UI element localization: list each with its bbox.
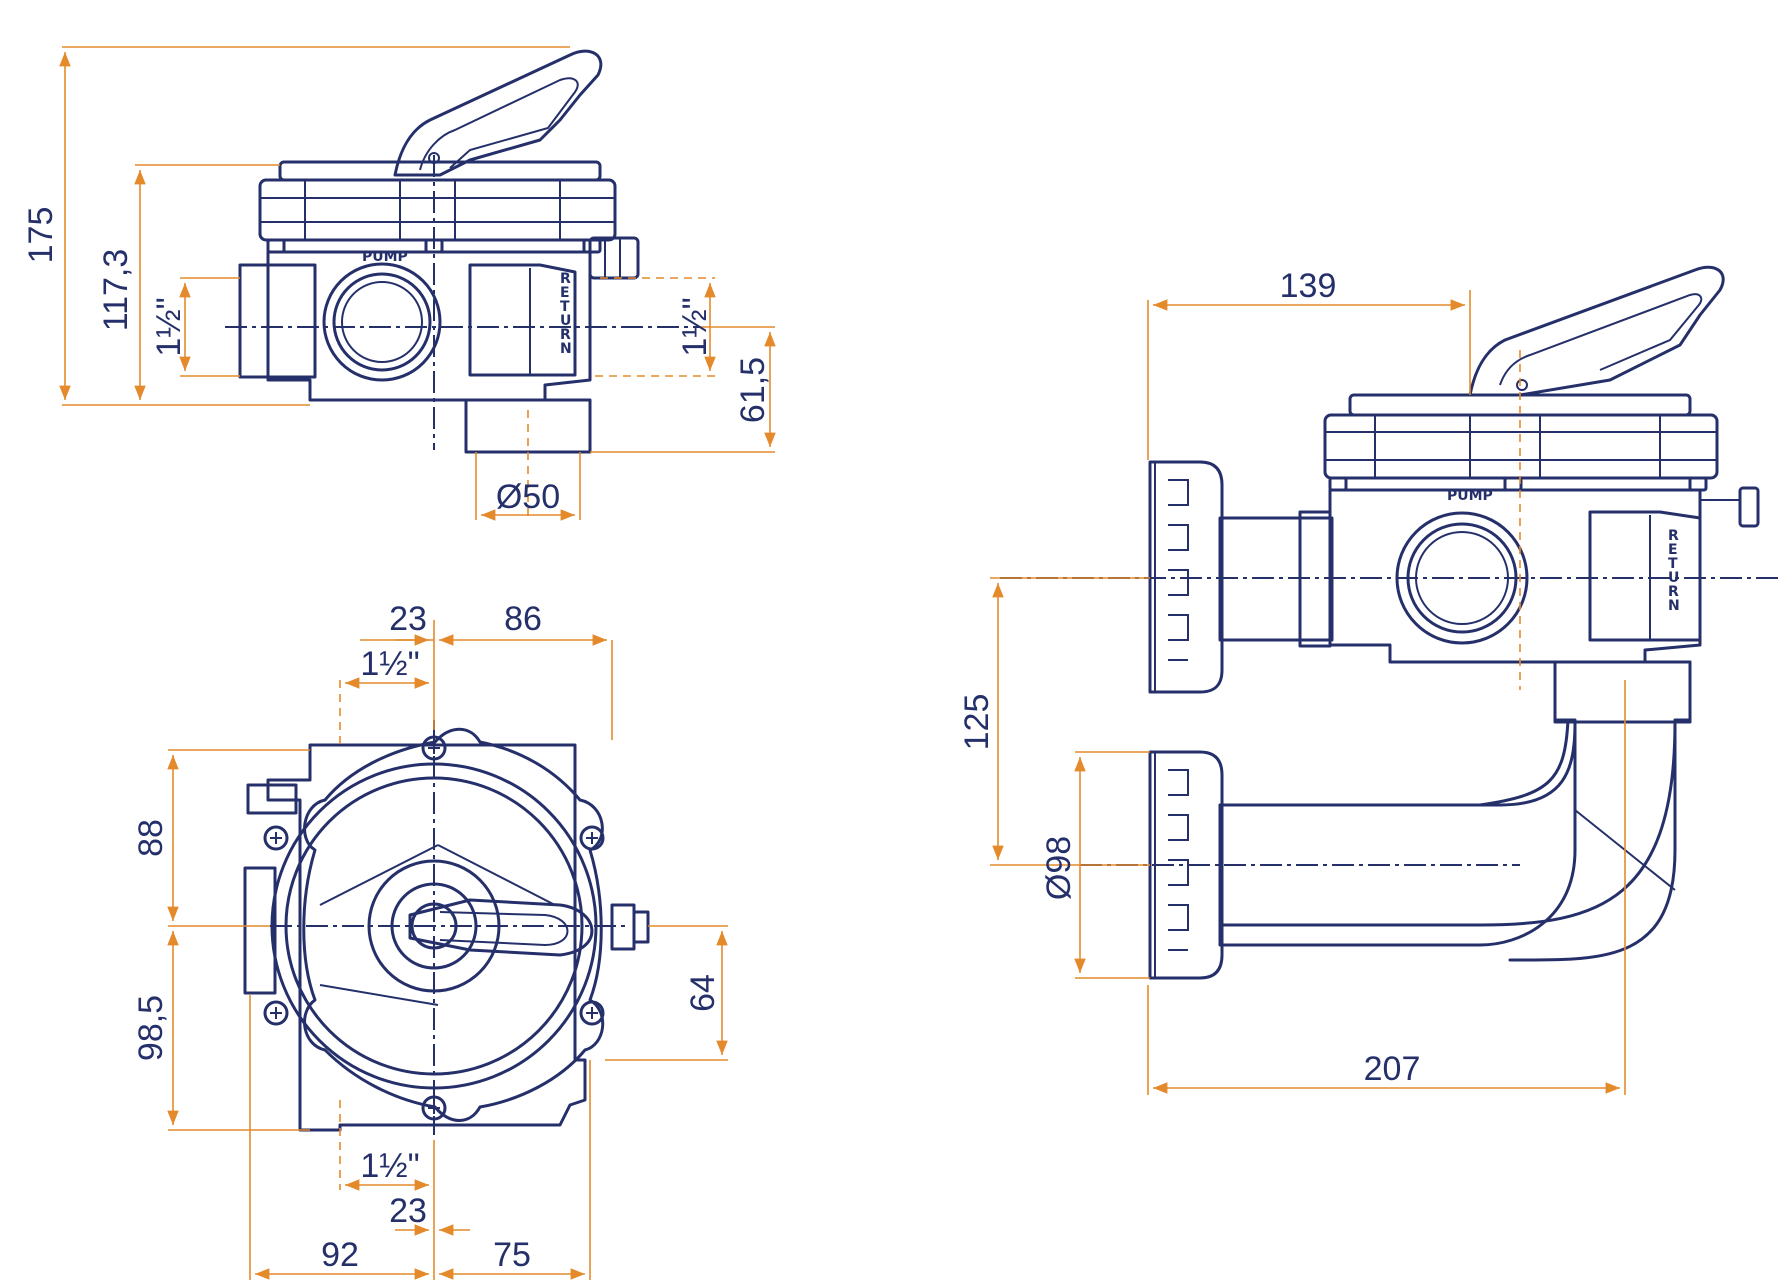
pump-label: PUMP — [362, 249, 408, 265]
valve-front-view: 23 86 1½" 88 98,5 64 1½" 23 92 75 — [132, 600, 728, 1280]
dim-inch-top: 1½" — [360, 645, 419, 683]
dim-175: 175 — [22, 207, 60, 264]
dim-117-3: 117,3 — [97, 249, 135, 332]
dim-inlet-left: 1½" — [150, 297, 188, 356]
dim-23-top: 23 — [389, 600, 427, 638]
dim-75: 75 — [493, 1236, 531, 1274]
dim-inlet-right: 1½" — [676, 297, 714, 356]
pump-label: PUMP — [1447, 488, 1493, 504]
dim-88: 88 — [132, 819, 170, 857]
dim-23-bottom: 23 — [389, 1192, 427, 1230]
bolt-icon — [263, 735, 605, 1121]
dim-inch-bottom: 1½" — [360, 1147, 419, 1185]
dim-139: 139 — [1280, 267, 1337, 305]
dim-o50: Ø50 — [496, 478, 560, 516]
dim-o98: Ø98 — [1040, 836, 1078, 900]
dim-98-5: 98,5 — [132, 995, 170, 1061]
dim-207: 207 — [1364, 1050, 1421, 1088]
dim-86: 86 — [504, 600, 542, 638]
dim-92: 92 — [321, 1236, 359, 1274]
dim-61-5: 61,5 — [734, 357, 772, 423]
dim-125: 125 — [958, 694, 996, 751]
dim-64: 64 — [684, 974, 722, 1012]
